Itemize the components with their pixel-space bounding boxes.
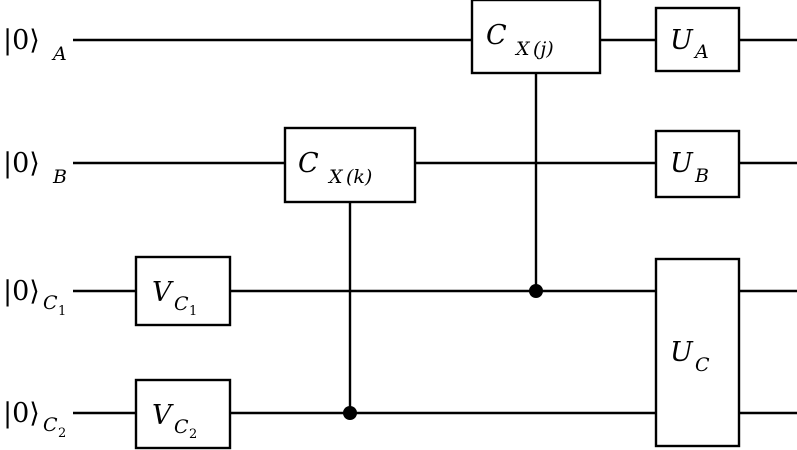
- svg-text:(j): (j): [533, 38, 554, 60]
- gate-ub-main: U: [670, 148, 694, 179]
- svg-text:U: U: [670, 148, 694, 179]
- svg-text:X: X: [327, 166, 344, 188]
- gate-cxk-paren: (k): [346, 166, 372, 188]
- ket-b-sub: B: [52, 166, 67, 188]
- gate-vc2-main: V: [152, 400, 174, 431]
- ket-c1: |0⟩: [3, 276, 40, 307]
- ket-c2-subsub: 2: [58, 426, 66, 441]
- qubit-label-a: |0⟩ A: [3, 25, 67, 65]
- gate-uc: U C: [654, 257, 741, 448]
- gate-ua-main: U: [670, 25, 694, 56]
- gate-vc1: V C 1: [134, 255, 232, 327]
- controls: [343, 73, 543, 420]
- gate-uc-sub: C: [695, 354, 710, 376]
- svg-text:V: V: [152, 400, 174, 431]
- control-dot-cxj: [529, 284, 543, 298]
- svg-text:C: C: [174, 293, 189, 315]
- gate-ub-sub: B: [694, 165, 709, 187]
- svg-text:C: C: [486, 20, 507, 51]
- svg-text:|0⟩: |0⟩: [3, 25, 40, 56]
- gate-vc1-sub: C: [174, 293, 189, 315]
- svg-text:C: C: [695, 354, 710, 376]
- svg-text:2: 2: [189, 427, 197, 442]
- svg-text:B: B: [52, 166, 67, 188]
- ket-a: |0⟩: [3, 25, 40, 56]
- gate-vc1-subsub: 1: [189, 304, 197, 319]
- svg-text:C: C: [43, 414, 58, 436]
- svg-text:U: U: [670, 25, 694, 56]
- svg-text:A: A: [693, 41, 709, 63]
- gate-ua: U A: [654, 6, 741, 73]
- gate-uc-main: U: [670, 337, 694, 368]
- gate-cxj-main: C: [486, 20, 507, 51]
- gate-ub: U B: [654, 129, 741, 199]
- gate-cxk: C X (k): [283, 126, 417, 204]
- gate-vc1-main: V: [152, 277, 174, 308]
- svg-text:1: 1: [58, 304, 66, 319]
- gate-cxj: C X (j): [470, 0, 602, 75]
- gate-ua-sub: A: [693, 41, 709, 63]
- ket-a-sub: A: [51, 43, 67, 65]
- ket-b: |0⟩: [3, 148, 40, 179]
- svg-text:U: U: [670, 337, 694, 368]
- svg-text:C: C: [298, 148, 319, 179]
- svg-text:|0⟩: |0⟩: [3, 276, 40, 307]
- svg-text:|0⟩: |0⟩: [3, 148, 40, 179]
- gate-cxj-paren: (j): [533, 38, 554, 60]
- ket-c1-sub: C: [43, 292, 58, 314]
- svg-text:|0⟩: |0⟩: [3, 398, 40, 429]
- ket-c2: |0⟩: [3, 398, 40, 429]
- qubit-label-c2: |0⟩ C 2: [3, 398, 66, 441]
- gate-cxk-main: C: [298, 148, 319, 179]
- gate-cxk-sub: X: [327, 166, 344, 188]
- svg-text:C: C: [43, 292, 58, 314]
- qubit-labels: |0⟩ A |0⟩ B |0⟩ C 1: [3, 25, 67, 441]
- gate-vc2-subsub: 2: [189, 427, 197, 442]
- svg-text:C: C: [174, 416, 189, 438]
- svg-text:B: B: [694, 165, 709, 187]
- svg-text:A: A: [51, 43, 67, 65]
- gate-cxj-sub: X: [514, 38, 531, 60]
- ket-c1-subsub: 1: [58, 304, 66, 319]
- svg-text:X: X: [514, 38, 531, 60]
- svg-text:(k): (k): [346, 166, 372, 188]
- qubit-label-c1: |0⟩ C 1: [3, 276, 66, 319]
- svg-text:1: 1: [189, 304, 197, 319]
- qubit-label-b: |0⟩ B: [3, 148, 67, 188]
- gates: V C 1 V C 2 C: [134, 0, 741, 450]
- control-dot-cxk: [343, 406, 357, 420]
- gate-vc2: V C 2: [134, 378, 232, 450]
- svg-text:V: V: [152, 277, 174, 308]
- gate-vc2-sub: C: [174, 416, 189, 438]
- ket-c2-sub: C: [43, 414, 58, 436]
- svg-text:2: 2: [58, 426, 66, 441]
